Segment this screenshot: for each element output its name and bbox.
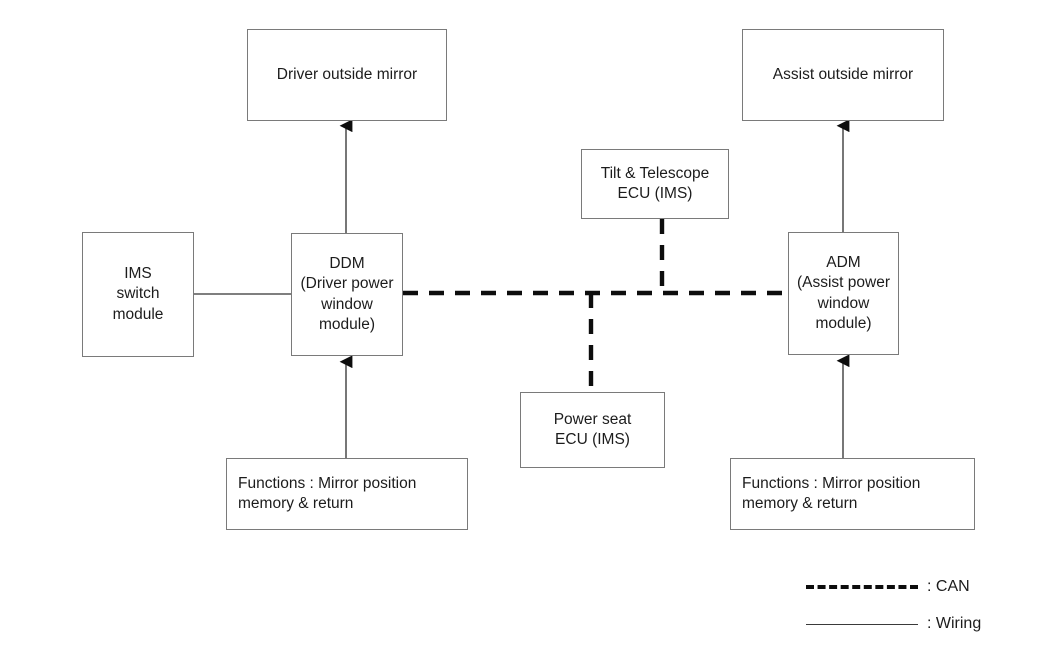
legend-wiring-label: : Wiring xyxy=(927,615,982,632)
legend-wiring: : Wiring xyxy=(806,615,981,633)
node-ddm-label: DDM (Driver power window module) xyxy=(300,254,394,333)
node-driver-outside-mirror-label: Driver outside mirror xyxy=(276,65,418,83)
legend-wiring-line-icon xyxy=(806,623,918,625)
legend-can: : CAN xyxy=(806,578,970,596)
node-assist-functions[interactable]: Functions : Mirror position memory & ret… xyxy=(730,458,975,530)
legend-can-label: : CAN xyxy=(927,578,970,595)
node-assist-functions-label: Functions : Mirror position memory & ret… xyxy=(742,474,921,512)
node-adm-label: ADM (Assist power window module) xyxy=(796,253,891,332)
node-driver-outside-mirror[interactable]: Driver outside mirror xyxy=(247,29,447,121)
node-power-seat-ecu[interactable]: Power seat ECU (IMS) xyxy=(520,392,665,468)
node-driver-functions-label: Functions : Mirror position memory & ret… xyxy=(238,474,417,512)
node-tilt-telescope-ecu[interactable]: Tilt & Telescope ECU (IMS) xyxy=(581,149,729,219)
node-adm[interactable]: ADM (Assist power window module) xyxy=(788,232,899,355)
node-assist-outside-mirror-label: Assist outside mirror xyxy=(772,65,914,83)
node-assist-outside-mirror[interactable]: Assist outside mirror xyxy=(742,29,944,121)
legend-can-line-icon xyxy=(806,585,918,589)
node-tilt-telescope-ecu-label: Tilt & Telescope ECU (IMS) xyxy=(600,164,710,202)
node-ims-switch-module[interactable]: IMS switch module xyxy=(82,232,194,357)
node-ims-switch-module-label: IMS switch module xyxy=(112,264,164,323)
node-driver-functions[interactable]: Functions : Mirror position memory & ret… xyxy=(226,458,468,530)
node-power-seat-ecu-label: Power seat ECU (IMS) xyxy=(553,410,632,448)
node-ddm[interactable]: DDM (Driver power window module) xyxy=(291,233,403,356)
